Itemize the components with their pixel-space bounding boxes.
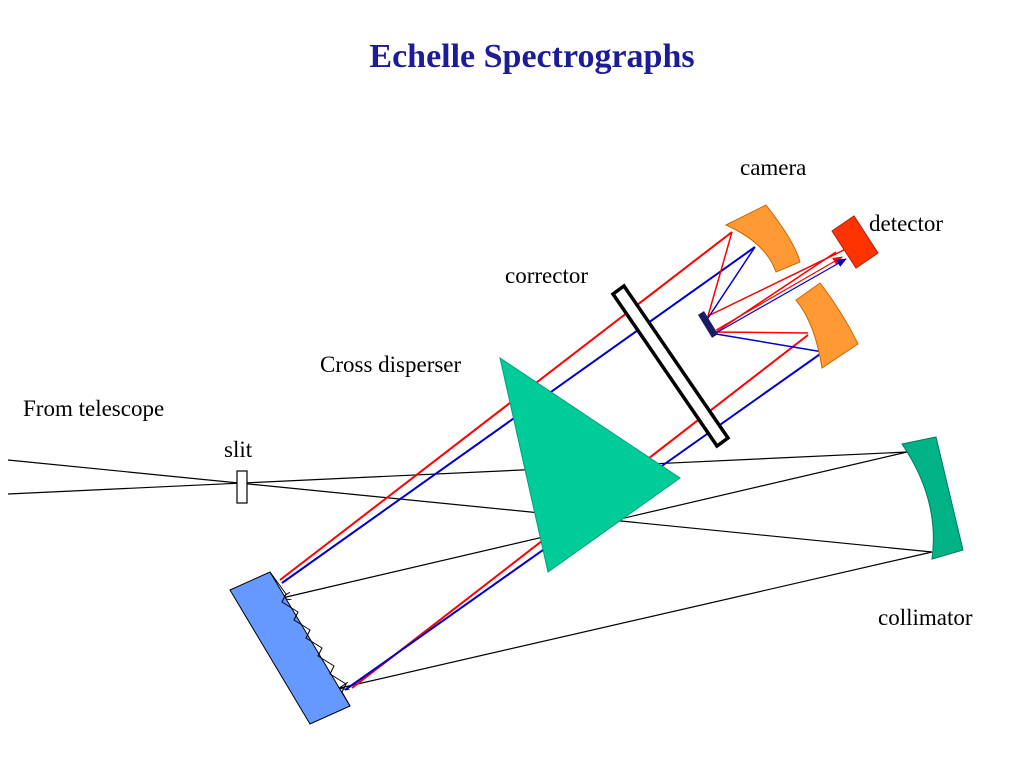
blue-ray-fold-2 (715, 333, 824, 353)
collimator-mirror (901, 436, 964, 560)
label-detector: detector (869, 211, 943, 236)
echelle-grating (229, 571, 351, 725)
red-ray-to-detector (715, 256, 843, 331)
red-ray-fold-1 (706, 231, 849, 318)
blue-ray-to-detector (715, 258, 847, 334)
corrector-plate (610, 283, 731, 449)
camera-mirror-lower (795, 282, 859, 369)
label-corrector: corrector (505, 263, 588, 288)
red-ray-upper (279, 231, 733, 581)
slit-aperture (236, 470, 248, 504)
fold-flat (698, 311, 718, 338)
grating-grooves (269, 571, 351, 707)
label-collimator: collimator (878, 605, 973, 630)
label-from-telescope: From telescope (23, 396, 164, 421)
label-slit: slit (224, 437, 253, 462)
blue-ray-fold-1 (707, 246, 756, 319)
label-cross-disperser: Cross disperser (320, 352, 462, 377)
label-camera: camera (740, 155, 806, 180)
detector-chip (831, 215, 879, 269)
collimated-ray-lower (340, 551, 933, 688)
page-title: Echelle Spectrographs (369, 38, 695, 75)
cross-disperser-prism (499, 356, 681, 573)
black-rays (7, 451, 933, 688)
camera-mirror-upper (724, 204, 801, 273)
telescope-ray-lower (7, 451, 908, 495)
telescope-ray-upper (7, 459, 933, 553)
